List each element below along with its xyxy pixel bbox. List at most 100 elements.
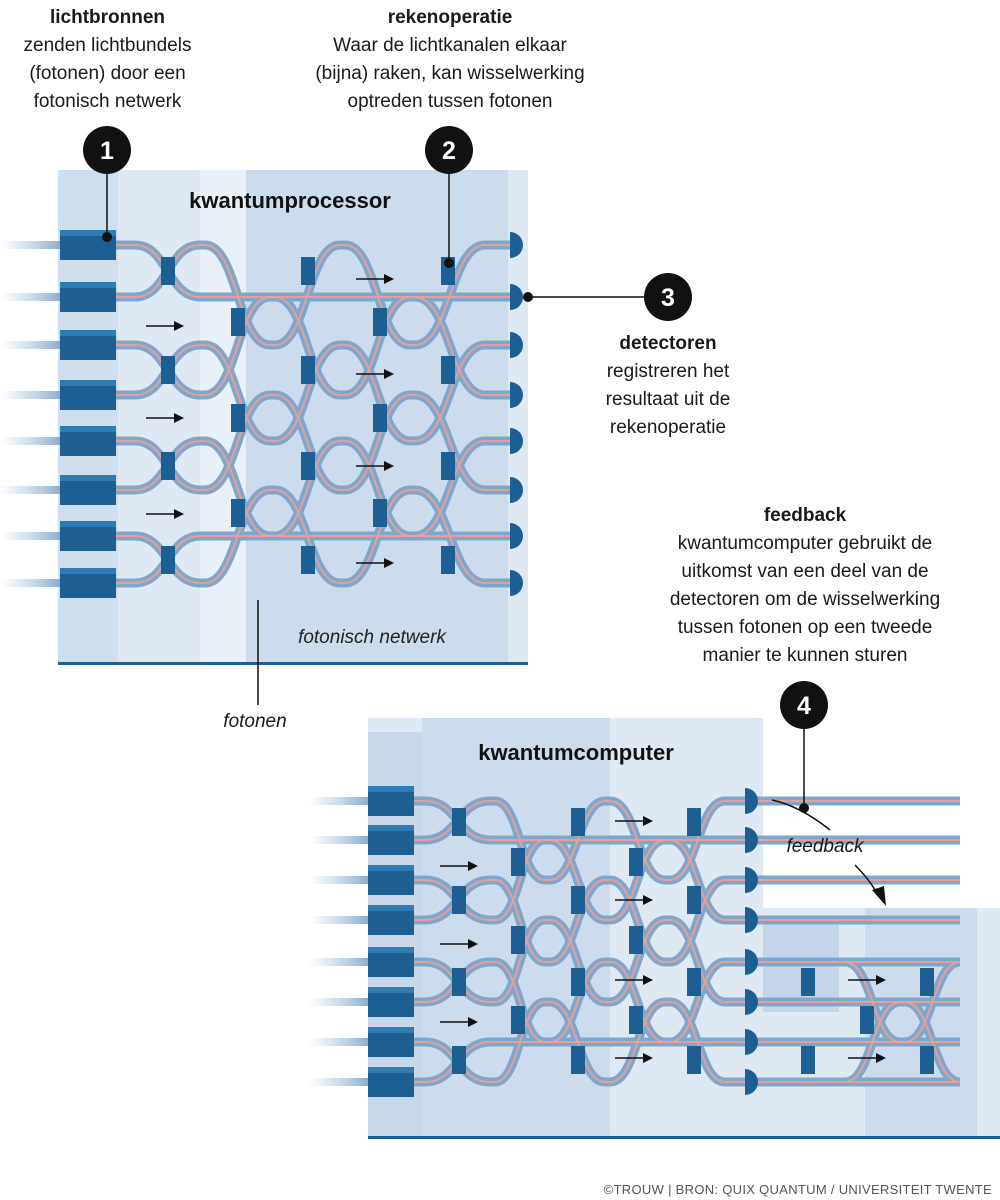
photon-path [116, 534, 510, 584]
callout-1-line: zenden lichtbundels [23, 35, 192, 56]
detector [745, 989, 758, 1015]
badge-2: 2 [425, 126, 473, 174]
processor-title: kwantumprocessor [189, 188, 391, 213]
coupler [161, 356, 175, 384]
flow-arrow-head [468, 861, 478, 871]
coupler [452, 1046, 466, 1074]
input-beam [308, 797, 368, 805]
callout-1-text: lichtbronnen zenden lichtbundels (fotone… [0, 4, 215, 116]
light-source-top [60, 330, 116, 336]
input-beam [0, 293, 60, 301]
input-beam [0, 241, 60, 249]
coupler [687, 1046, 701, 1074]
detector [745, 867, 758, 893]
detector [510, 570, 523, 596]
callout-3-text: detectoren registreren het resultaat uit… [568, 330, 768, 442]
photons-label: fotonen [223, 711, 287, 732]
callout-4-line: manier te kunnen sturen [702, 645, 908, 666]
coupler [801, 968, 815, 996]
input-beam [308, 958, 368, 966]
coupler [161, 452, 175, 480]
coupler [301, 356, 315, 384]
flow-arrow-head [643, 895, 653, 905]
coupler [571, 886, 585, 914]
badge-3: 3 [644, 273, 692, 321]
coupler [687, 808, 701, 836]
callout-4-line: uitkomst van een deel van de [681, 561, 929, 582]
callout-2-text: rekenoperatie Waar de lichtkanalen elkaa… [270, 4, 630, 116]
photon-path [414, 839, 960, 922]
feedback-label: feedback [786, 836, 864, 857]
credit-line: ©TROUW | BRON: QUIX QUANTUM / UNIVERSITE… [603, 1182, 992, 1197]
callout-3-line: registreren het [606, 361, 730, 382]
coupler [511, 926, 525, 954]
light-source-top [368, 947, 414, 953]
flow-arrow-head [384, 558, 394, 568]
detector [510, 428, 523, 454]
svg-text:3: 3 [661, 284, 675, 312]
light-source-top [60, 475, 116, 481]
callout-2-line: Waar de lichtkanalen elkaar [333, 35, 567, 56]
coupler [301, 452, 315, 480]
detector [745, 1029, 758, 1055]
flow-arrow-head [384, 274, 394, 284]
processor-network [0, 230, 523, 598]
callout-2-title: rekenoperatie [387, 7, 513, 28]
flow-arrow-head [876, 1053, 886, 1063]
coupler [920, 968, 934, 996]
coupler [231, 499, 245, 527]
callout-2-line: (bijna) raken, kan wisselwerking [315, 63, 585, 84]
detector [745, 788, 758, 814]
detector [510, 232, 523, 258]
computer-title: kwantumcomputer [478, 740, 674, 765]
flow-arrow-head [384, 461, 394, 471]
detector [510, 523, 523, 549]
flow-arrow-head [468, 1017, 478, 1027]
flow-arrow-head [174, 413, 184, 423]
coupler [920, 1046, 934, 1074]
input-beam [0, 486, 60, 494]
coupler [511, 848, 525, 876]
badge-1: 1 [83, 126, 131, 174]
light-source-top [368, 905, 414, 911]
photon-path [414, 919, 960, 1004]
coupler [441, 452, 455, 480]
detector [510, 382, 523, 408]
callout-3-title: detectoren [619, 333, 717, 354]
light-source-top [60, 282, 116, 288]
svg-text:4: 4 [797, 692, 811, 720]
light-source-top [368, 1067, 414, 1073]
callout-4-line: kwantumcomputer gebruikt de [677, 533, 933, 554]
detector [745, 1069, 758, 1095]
input-beam [308, 998, 368, 1006]
input-beam [308, 876, 368, 884]
light-source-top [60, 230, 116, 236]
callout-3-line: rekenoperatie [609, 417, 727, 438]
computer-network [308, 786, 962, 1097]
input-beam [308, 836, 368, 844]
coupler [629, 848, 643, 876]
coupler [452, 968, 466, 996]
callout-3-line: resultaat uit de [605, 389, 731, 410]
coupler [860, 1006, 874, 1034]
input-beam [308, 916, 368, 924]
coupler [452, 886, 466, 914]
light-source-top [60, 380, 116, 386]
badge-4: 4 [780, 681, 828, 729]
flow-arrow-head [643, 975, 653, 985]
svg-text:2: 2 [442, 137, 456, 165]
leader-dots [102, 232, 886, 906]
callout-4-line: tussen fotonen op een tweede [677, 617, 933, 638]
coupler [687, 886, 701, 914]
detector [745, 907, 758, 933]
detector [745, 827, 758, 853]
input-beam [308, 1038, 368, 1046]
coupler [373, 308, 387, 336]
callout-1-title: lichtbronnen [49, 7, 166, 28]
callout-2-line: optreden tussen fotonen [347, 91, 553, 112]
input-beam [0, 341, 60, 349]
callout-4-title: feedback [763, 505, 847, 526]
detector [510, 477, 523, 503]
coupler [231, 404, 245, 432]
detector [510, 284, 523, 310]
